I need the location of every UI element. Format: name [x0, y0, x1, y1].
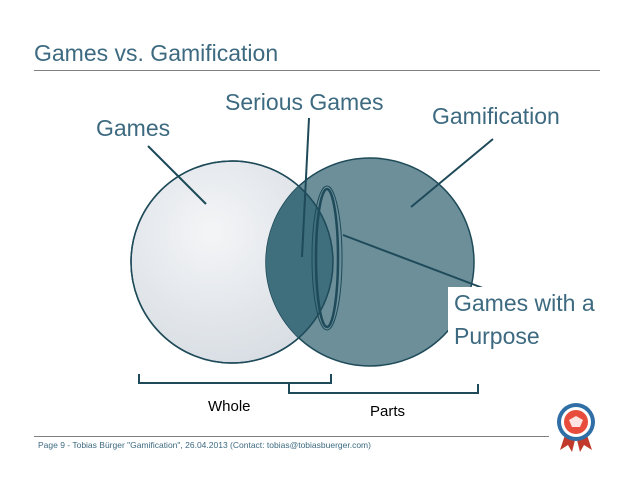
games-circle-outline [130, 160, 334, 364]
serious-games-pointer-line [301, 117, 310, 258]
gwap-pointer-line [342, 234, 497, 294]
title-divider [34, 70, 600, 71]
parts-brace [288, 384, 479, 394]
gamification-label: Gamification [432, 103, 560, 129]
slide-title: Games vs. Gamification [34, 40, 279, 66]
footer-text: Page 9 - Tobias Bürger "Gamification", 2… [38, 440, 371, 450]
serious-games-label: Serious Games [225, 89, 384, 115]
games-with-a-purpose-ellipse [314, 187, 340, 329]
footer-divider [34, 436, 549, 437]
games-with-a-purpose-label: Games with a Purpose [448, 287, 620, 353]
parts-label: Parts [370, 403, 406, 420]
whole-label: Whole [208, 398, 251, 415]
games-label: Games [96, 115, 171, 141]
gamification-pointer-line [410, 138, 494, 208]
games-pointer-line [147, 145, 207, 205]
rosette-badge-icon [557, 403, 595, 452]
whole-brace [138, 374, 332, 384]
